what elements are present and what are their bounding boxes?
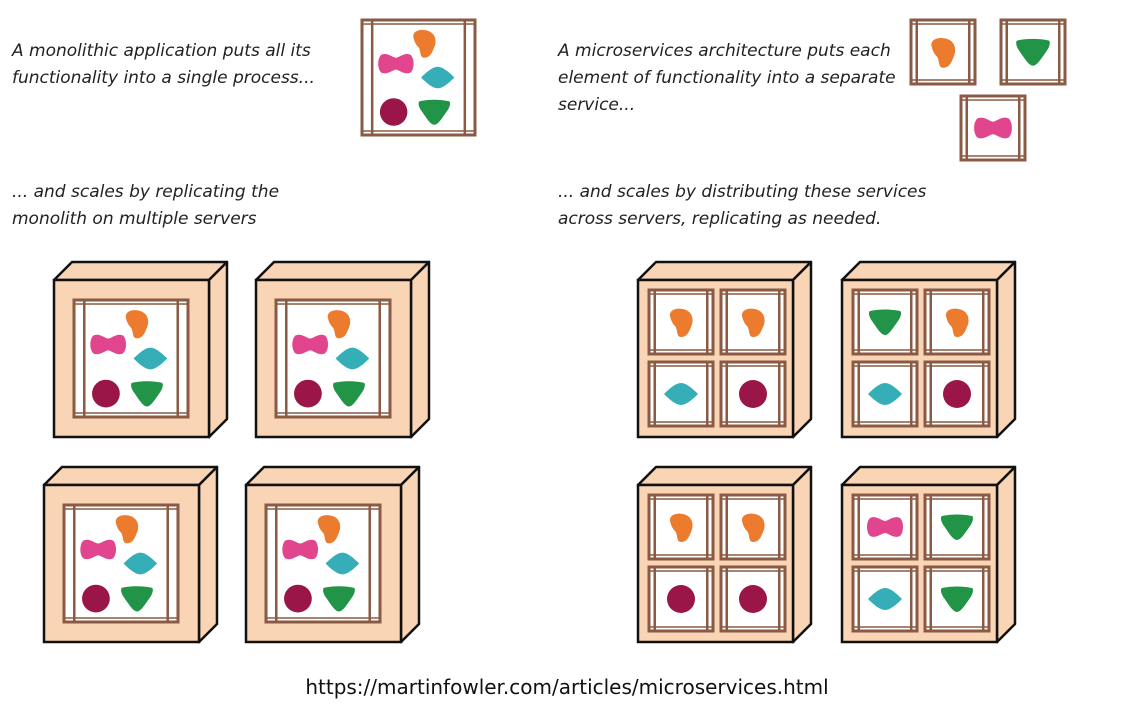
server-box [840, 465, 1017, 644]
architecture-diagram [42, 18, 1067, 644]
teal-diamond-icon [133, 347, 168, 370]
server-box [636, 260, 813, 439]
crimson-circle-icon [667, 585, 695, 613]
crimson-circle-icon [82, 584, 110, 613]
orange-blob-icon [669, 308, 693, 337]
teal-diamond-icon [868, 383, 902, 405]
green-triangle-icon [940, 514, 974, 540]
pink-blob-icon [282, 539, 319, 560]
server-box [840, 260, 1017, 439]
teal-diamond-icon [421, 66, 455, 89]
server-box [636, 465, 813, 644]
crimson-circle-icon [92, 379, 120, 408]
microservices-intro-caption: A microservices architecture puts each e… [558, 41, 896, 115]
green-triangle-icon [323, 586, 355, 612]
green-triangle-icon [131, 381, 163, 407]
monolith-intro-caption: A monolithic application puts all its fu… [12, 41, 315, 88]
pink-blob-icon [378, 54, 414, 74]
teal-diamond-icon [664, 383, 698, 405]
orange-blob-icon [931, 37, 956, 68]
service-box [851, 288, 919, 356]
crimson-circle-icon [294, 379, 322, 408]
standalone-services [909, 18, 1067, 162]
orange-blob-icon [945, 308, 969, 337]
teal-diamond-icon [123, 552, 158, 575]
microservice-servers [636, 260, 1017, 644]
pink-blob-icon [974, 117, 1012, 139]
teal-diamond-icon [868, 588, 902, 610]
green-triangle-icon [418, 99, 451, 125]
crimson-circle-icon [943, 380, 971, 408]
green-triangle-icon [1016, 38, 1050, 66]
microservices-scaling-caption: ... and scales by distributing these ser… [558, 182, 927, 229]
server-box [52, 260, 229, 439]
teal-diamond-icon [335, 347, 370, 370]
orange-blob-icon [741, 513, 765, 542]
orange-blob-icon [669, 513, 693, 542]
server-box [42, 465, 219, 644]
orange-blob-icon [115, 515, 139, 544]
orange-blob-icon [413, 29, 436, 58]
orange-blob-icon [327, 310, 351, 339]
server-box [244, 465, 421, 644]
orange-blob-icon [125, 310, 149, 339]
green-triangle-icon [121, 586, 153, 612]
pink-blob-icon [867, 517, 903, 537]
service-box [923, 288, 991, 356]
crimson-circle-icon [284, 584, 312, 613]
monolith-servers [42, 260, 431, 644]
crimson-circle-icon [379, 98, 408, 126]
teal-diamond-icon [325, 552, 360, 575]
server-box [254, 260, 431, 439]
orange-blob-icon [741, 308, 765, 337]
monolith-application [360, 18, 477, 137]
pink-blob-icon [90, 334, 127, 355]
monolith-scaling-caption: ... and scales by replicating the monoli… [12, 182, 280, 229]
pink-blob-icon [80, 539, 117, 560]
pink-blob-icon [292, 334, 329, 355]
crimson-circle-icon [739, 380, 767, 408]
orange-blob-icon [317, 515, 341, 544]
green-triangle-icon [940, 586, 974, 612]
green-triangle-icon [333, 381, 365, 407]
service-box [719, 360, 787, 428]
green-triangle-icon [868, 309, 902, 335]
crimson-circle-icon [739, 585, 767, 613]
source-url: https://martinfowler.com/articles/micros… [305, 675, 829, 699]
